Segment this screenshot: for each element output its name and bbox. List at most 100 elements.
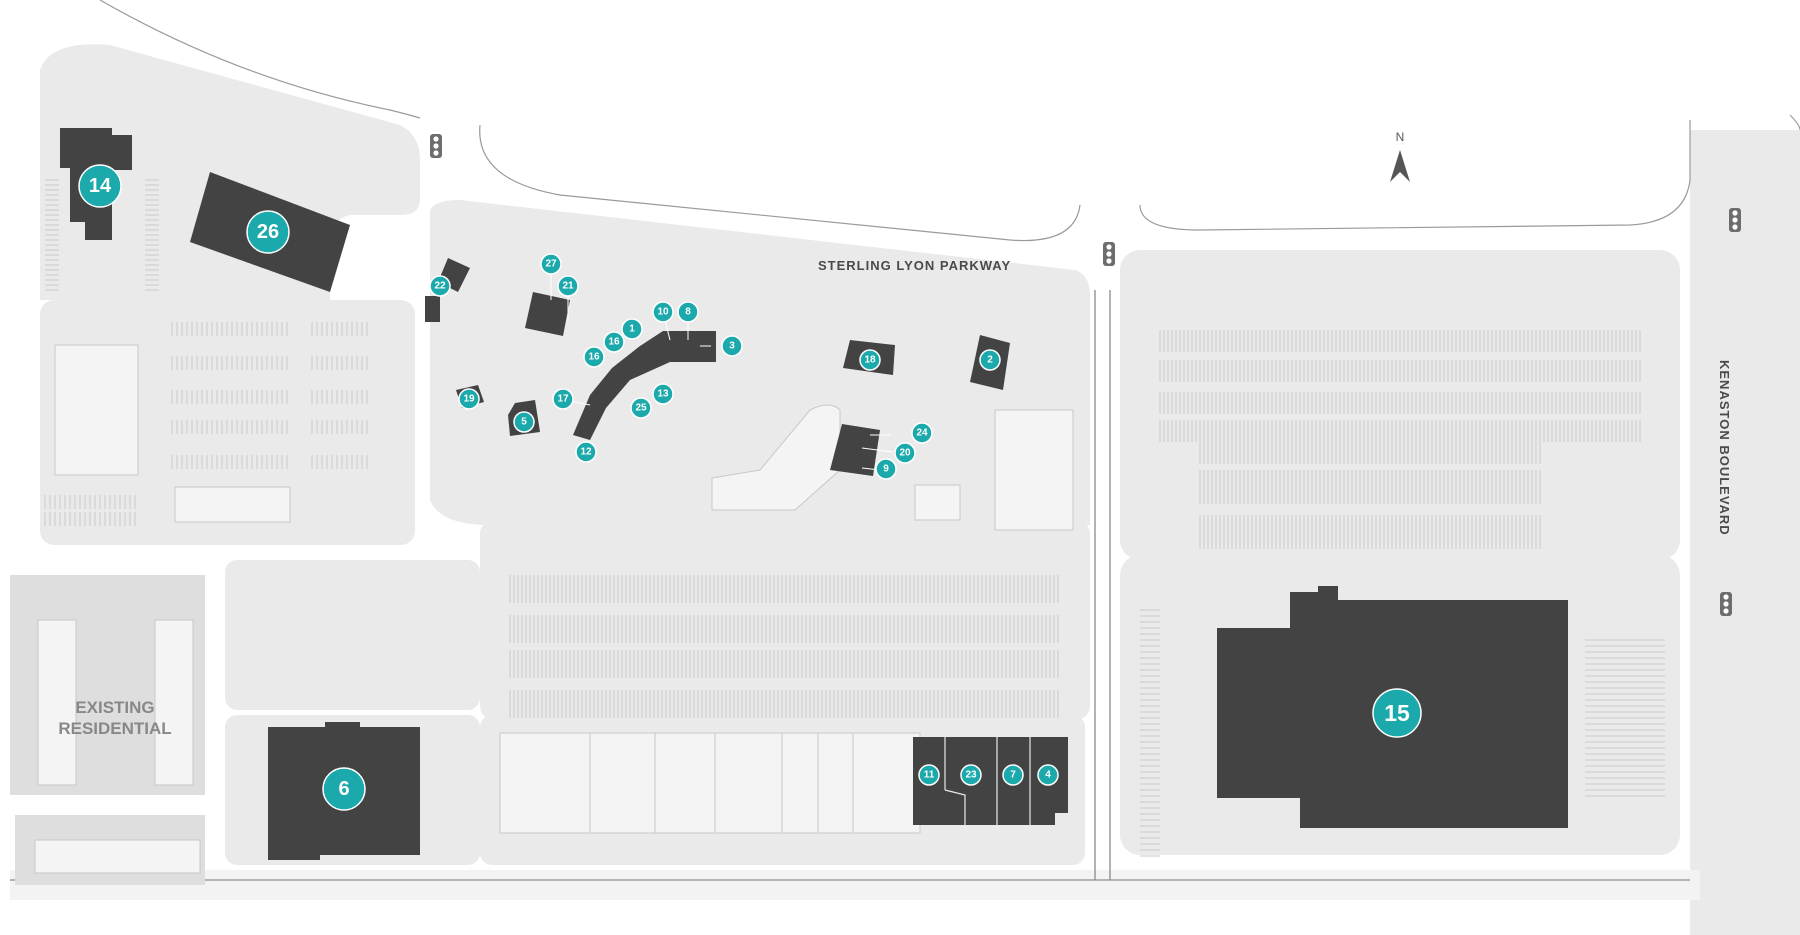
unit-marker-label: 25 [635,403,647,414]
traffic-signals [430,134,1741,616]
residential-label-line1: EXISTING [75,698,154,717]
unit-marker-label: 26 [257,221,279,243]
unit-marker-label: 14 [89,175,112,197]
traffic-signal-icon [1720,592,1732,616]
pad-outlines [54,344,1074,834]
unit-marker[interactable]: 20 [894,442,916,464]
unit-marker[interactable]: 22 [429,275,451,297]
unit-marker-circle [630,397,652,419]
unit-marker[interactable]: 14 [78,164,122,208]
unit-marker-label: 13 [657,389,669,400]
north-label: N [1396,130,1405,144]
unit-marker-label: 16 [608,337,620,348]
unit-marker-label: 6 [338,778,349,800]
unit-marker[interactable]: 10 [652,301,674,323]
unit-marker-circle [960,764,982,786]
unit-marker[interactable]: 25 [630,397,652,419]
unit-marker-circle [78,164,122,208]
unit-marker[interactable]: 19 [458,388,480,410]
unit-marker-circle [1372,688,1422,738]
unit-marker-circle [859,349,881,371]
unit-marker-circle [652,383,674,405]
unit-marker[interactable]: 16 [583,346,605,368]
street-label-sterling-lyon: STERLING LYON PARKWAY [818,258,1011,273]
unit-marker[interactable]: 6 [322,767,366,811]
unit-marker-label: 15 [1384,700,1410,726]
unit-marker[interactable]: 13 [652,383,674,405]
unit-marker-circle [552,388,574,410]
unit-marker-label: 19 [463,394,475,405]
unit-marker-label: 9 [883,464,889,475]
unit-marker-circle [1002,764,1024,786]
unit-marker-circle [513,411,535,433]
unit-marker-label: 2 [987,355,993,366]
unit-marker-circle [322,767,366,811]
unit-marker-circle [979,349,1001,371]
unit-marker[interactable]: 18 [859,349,881,371]
unit-marker-circle [557,275,579,297]
unit-marker[interactable]: 5 [513,411,535,433]
residential-label-line2: RESIDENTIAL [58,719,171,738]
existing-residential-area: EXISTING RESIDENTIAL [10,575,205,885]
unit-marker[interactable]: 11 [918,764,940,786]
unit-marker[interactable]: 7 [1002,764,1024,786]
unit-marker-circle [918,764,940,786]
unit-marker-circle [621,318,643,340]
unit-marker-circle [540,253,562,275]
unit-marker-label: 16 [588,352,600,363]
unit-marker-label: 17 [557,394,569,405]
unit-marker-label: 3 [729,341,735,352]
unit-marker-label: 24 [916,428,928,439]
unit-marker-circle [458,388,480,410]
unit-marker-label: 7 [1010,770,1016,781]
unit-marker[interactable]: 2 [979,349,1001,371]
unit-marker[interactable]: 24 [911,422,933,444]
unit-marker-label: 22 [434,281,446,292]
unit-marker[interactable]: 9 [875,458,897,480]
unit-marker-label: 23 [965,770,977,781]
unit-marker-circle [1037,764,1059,786]
unit-marker[interactable]: 23 [960,764,982,786]
unit-marker[interactable]: 21 [557,275,579,297]
unit-marker-label: 5 [521,417,527,428]
unit-marker[interactable]: 12 [575,441,597,463]
unit-marker-circle [721,335,743,357]
unit-marker-label: 4 [1045,770,1051,781]
street-label-kenaston: KENASTON BOULEVARD [1717,360,1732,536]
unit-marker[interactable]: 17 [552,388,574,410]
unit-marker[interactable]: 16 [603,331,625,353]
parking-stalls [44,179,1665,857]
unit-marker-label: 21 [562,281,574,292]
unit-marker-circle [246,210,290,254]
north-arrow-icon: N [1390,130,1410,182]
unit-marker-label: 1 [629,324,635,335]
unit-marker[interactable]: 3 [721,335,743,357]
unit-marker[interactable]: 4 [1037,764,1059,786]
road-edges [10,0,1800,881]
unit-marker-circle [652,301,674,323]
unit-marker-circle [583,346,605,368]
unit-marker-label: 8 [685,307,691,318]
unit-marker-circle [677,301,699,323]
unit-marker-circle [429,275,451,297]
unit-marker-circle [603,331,625,353]
unit-marker-label: 27 [545,259,557,270]
unit-marker-label: 11 [924,770,935,781]
unit-marker-circle [894,442,916,464]
unit-marker-label: 18 [864,355,876,366]
unit-marker-label: 20 [899,448,911,459]
unit-marker-label: 12 [580,447,592,458]
unit-marker[interactable]: 15 [1372,688,1422,738]
unit-marker-circle [911,422,933,444]
traffic-signal-icon [1729,208,1741,232]
unit-marker-label: 10 [657,307,669,318]
unit-marker[interactable]: 1 [621,318,643,340]
unit-marker-circle [575,441,597,463]
unit-marker[interactable]: 27 [540,253,562,275]
unit-marker[interactable]: 8 [677,301,699,323]
unit-marker-circle [875,458,897,480]
unit-marker[interactable]: 26 [246,210,290,254]
traffic-signal-icon [430,134,442,158]
